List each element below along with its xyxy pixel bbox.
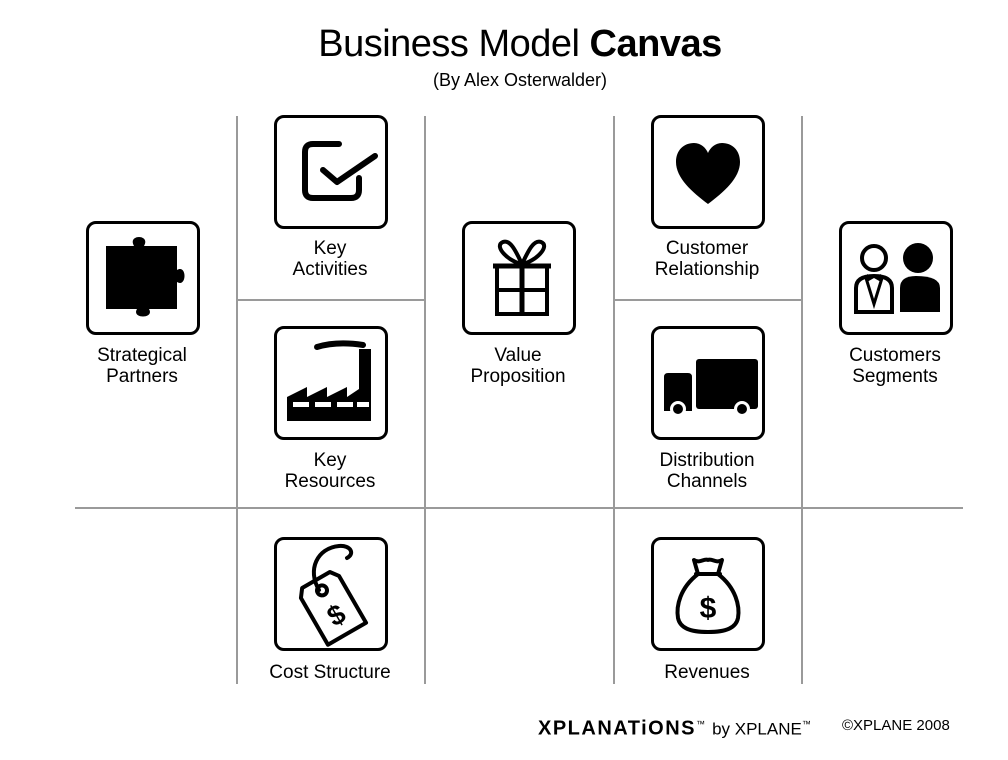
grid-line-vertical-2 (424, 116, 426, 684)
key-resources-line2: Resources (284, 471, 376, 492)
key-activities-label: Key Activities (240, 238, 420, 280)
price-tag-icon: $ (298, 543, 369, 647)
customer-relationship-line1: Customer (665, 238, 749, 259)
customer-relationship-line2: Relationship (654, 259, 760, 280)
value-proposition-line1: Value (494, 345, 542, 366)
brand-xplanations-pre: XPLANAT (538, 717, 642, 740)
page-subtitle: (By Alex Osterwalder) (432, 70, 608, 90)
customers-segments-box (839, 221, 953, 335)
cost-structure-line1: Cost Structure (269, 662, 391, 683)
grid-line-horizontal-left (237, 299, 425, 301)
strategical-partners-line1: Strategical (97, 345, 187, 366)
strategical-partners-line2: Partners (106, 366, 178, 387)
svg-text:$: $ (322, 598, 351, 633)
factory-icon (287, 340, 371, 421)
grid-line-horizontal-main (75, 507, 963, 509)
cost-structure-label: Cost Structure (240, 662, 420, 683)
grid-line-vertical-3 (613, 116, 615, 684)
footer-brand: XPLANATiONS™ by XPLANE™ (538, 712, 811, 742)
key-activities-box (274, 115, 388, 229)
distribution-channels-line1: Distribution (659, 450, 755, 471)
svg-text:$: $ (700, 592, 717, 625)
revenues-line1: Revenues (664, 662, 750, 683)
title-bold: Canvas (589, 23, 723, 65)
distribution-channels-box (651, 326, 765, 440)
brand-trademark: ™ (696, 719, 706, 729)
key-activities-line2: Activities (292, 259, 368, 280)
grid-line-horizontal-right (614, 299, 802, 301)
footer-copyright: ©XPLANE 2008 (842, 717, 950, 734)
people-icon (854, 243, 940, 314)
distribution-channels-label: Distribution Channels (617, 450, 797, 492)
title-regular: Business Model (318, 23, 580, 65)
revenues-label: Revenues (617, 662, 797, 683)
value-proposition-label: Value Proposition (428, 345, 608, 387)
distribution-channels-line2: Channels (666, 471, 748, 492)
customer-relationship-box (651, 115, 765, 229)
page-title: Business Model Canvas (0, 20, 1008, 68)
heart-icon (676, 143, 740, 204)
checkbox-check-icon (302, 141, 378, 201)
brand-trademark-2: ™ (801, 719, 811, 729)
key-resources-box (274, 326, 388, 440)
puzzle-piece-icon (106, 237, 185, 317)
truck-icon (664, 359, 758, 417)
money-bag-icon: $ (675, 557, 741, 634)
value-proposition-line2: Proposition (470, 366, 566, 387)
revenues-box: $ (651, 537, 765, 651)
gift-icon (493, 239, 551, 316)
grid-line-vertical-4 (801, 116, 803, 684)
cost-structure-box: $ (274, 537, 388, 651)
brand-xplanations-i: i (641, 717, 649, 740)
customers-segments-label: Customers Segments (805, 345, 985, 387)
customers-segments-line2: Segments (852, 366, 938, 387)
grid-line-vertical-1 (236, 116, 238, 684)
brand-by-xplane: by XPLANE (712, 719, 802, 739)
key-resources-line1: Key (313, 450, 347, 471)
customer-relationship-label: Customer Relationship (617, 238, 797, 280)
value-proposition-box (462, 221, 576, 335)
customers-segments-line1: Customers (849, 345, 941, 366)
key-resources-label: Key Resources (240, 450, 420, 492)
brand-xplanations-post: ONS (648, 717, 697, 740)
strategical-partners-label: Strategical Partners (52, 345, 232, 387)
strategical-partners-box (86, 221, 200, 335)
key-activities-line1: Key (313, 238, 347, 259)
